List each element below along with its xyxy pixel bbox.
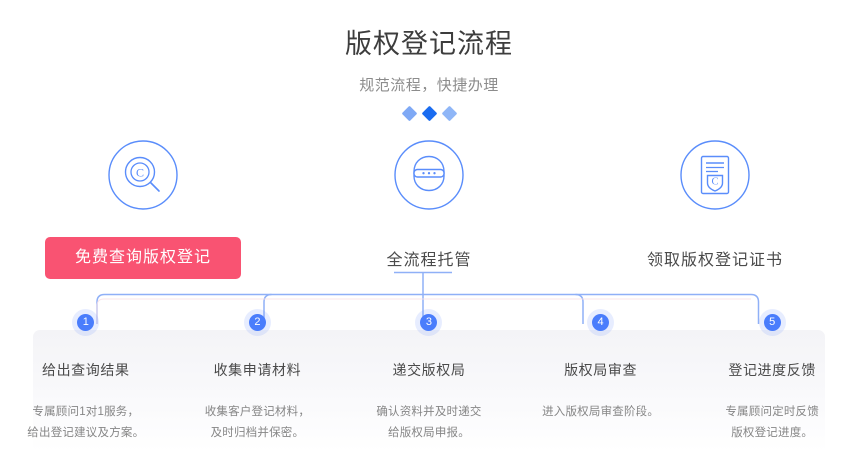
step-description: 专属顾问1对1服务， 给出登记建议及方案。 — [27, 402, 144, 445]
step-item-3: 3 递交版权局 确认资料并及时递交 给版权局申报。 — [343, 314, 515, 445]
step-description: 收集客户登记材料， 及时归档并保密。 — [205, 402, 310, 445]
diamond-divider — [0, 95, 858, 122]
diamond-center-icon — [421, 106, 437, 122]
step-title: 登记进度反馈 — [728, 362, 816, 378]
diamond-left-icon — [401, 106, 417, 122]
step-title: 递交版权局 — [392, 362, 466, 378]
page-title: 版权登记流程 — [345, 29, 513, 59]
step-title: 给出查询结果 — [41, 362, 130, 378]
step-description-line: 专属顾问定时反馈 — [725, 406, 819, 418]
free-copyright-query-button[interactable]: 免费查询版权登记 — [44, 237, 241, 279]
step-description-line: 收集客户登记材料， — [204, 406, 311, 418]
step-description-line: 及时归档并保密。 — [210, 427, 305, 440]
step-description-line: 给出登记建议及方案。 — [27, 427, 145, 440]
page-subtitle: 规范流程，快捷办理 — [359, 77, 499, 95]
step-item-5: 5 登记进度反馈 专属顾问定时反馈 版权登记进度。 — [686, 314, 858, 445]
step-description-line: 进入版权局审查阶段。 — [542, 406, 660, 418]
svg-text:C: C — [711, 177, 718, 188]
feature-copyright-search: C 免费查询版权登记 — [0, 138, 286, 279]
copyright-search-icon: C — [106, 138, 180, 212]
full-process-label: 全流程托管 — [386, 252, 472, 269]
certificate-icon: C — [678, 138, 752, 212]
steps-panel-background — [33, 330, 825, 452]
feature-certificate: C 领取版权登记证书 — [572, 138, 858, 278]
step-description-line: 版权登记进度。 — [731, 427, 814, 440]
step-number-badge: 3 — [420, 314, 438, 331]
step-number-badge: 5 — [763, 314, 781, 331]
step-description-line: 确认资料并及时递交 — [376, 406, 482, 418]
step-description: 专属顾问定时反馈 版权登记进度。 — [725, 402, 819, 445]
step-item-4: 4 版权局审查 进入版权局审查阶段。 — [515, 314, 687, 445]
flow-connector-bracket — [96, 271, 760, 324]
step-description-line: 专属顾问1对1服务， — [32, 406, 140, 418]
step-item-2: 2 收集申请材料 收集客户登记材料， 及时归档并保密。 — [172, 314, 344, 445]
step-description: 确认资料并及时递交 给版权局申报。 — [376, 402, 481, 445]
step-title: 收集申请材料 — [213, 362, 302, 378]
svg-text:C: C — [136, 166, 144, 180]
step-description: 进入版权局审查阶段。 — [542, 402, 659, 423]
full-process-basket-icon — [392, 138, 466, 212]
certificate-label: 领取版权登记证书 — [646, 252, 783, 269]
step-title: 版权局审查 — [564, 362, 638, 378]
diamond-right-icon — [441, 106, 457, 122]
feature-row: C 免费查询版权登记 全流程托管 — [0, 138, 858, 279]
step-number-badge: 2 — [248, 314, 266, 331]
step-number-badge: 1 — [77, 314, 95, 331]
step-description-line: 给版权局申报。 — [388, 427, 470, 440]
step-item-1: 1 给出查询结果 专属顾问1对1服务， 给出登记建议及方案。 — [0, 314, 172, 445]
step-number-badge: 4 — [592, 314, 610, 331]
feature-full-process: 全流程托管 — [286, 138, 572, 278]
page-header: 版权登记流程 规范流程，快捷办理 — [0, 0, 858, 122]
steps-row: 1 给出查询结果 专属顾问1对1服务， 给出登记建议及方案。 2 收集申请材料 … — [0, 314, 858, 445]
